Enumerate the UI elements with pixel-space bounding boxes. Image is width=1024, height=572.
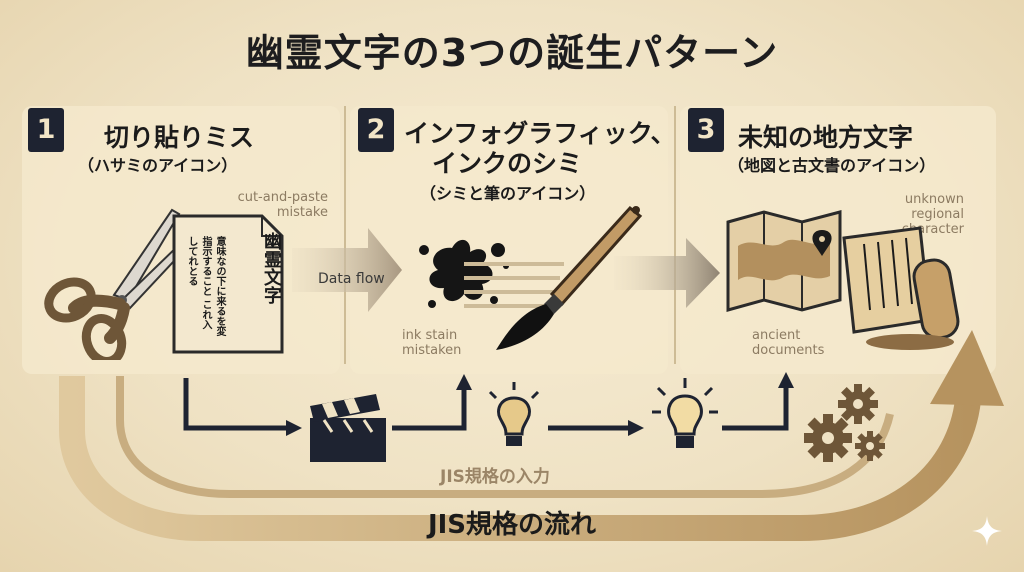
sparkle-icon (972, 516, 1002, 546)
panel-2-title-line2: インクのシミ (432, 149, 583, 178)
map-icon (726, 210, 842, 312)
scissors-icon (44, 208, 190, 360)
number-badge-2: 2 (358, 108, 394, 152)
paper-title: 幽霊文字 (261, 232, 282, 304)
scroll-icon (842, 226, 960, 350)
panel-3-subtitle: （地図と古文書のアイコン） (728, 156, 936, 175)
page-title: 幽霊文字の3つの誕生パターン (245, 31, 779, 75)
divider (674, 106, 676, 364)
paper-body: 意味なの下に来るを変指示すること これ入してれとる (186, 236, 225, 336)
ink-splat-icon (419, 239, 509, 308)
lightbulb-icon (652, 378, 718, 448)
panel-3-title: 未知の地方文字 (738, 123, 914, 152)
brush-icon (496, 205, 643, 350)
panel-1-title: 切り貼りミス (104, 123, 255, 152)
jis-input-label: JIS規格の入力 (440, 467, 550, 487)
lightbulb-icon (488, 382, 540, 446)
gears-icon (804, 384, 885, 462)
clapperboard-icon (310, 394, 386, 462)
jis-flow-label: JIS規格の流れ (427, 510, 597, 540)
panel-1-caption: cut-and-paste mistake (237, 190, 328, 220)
data-flow-label: Data flow (318, 271, 385, 287)
panel-2-caption: ink stain mistaken (402, 328, 462, 358)
panel-3-caption-bottom: ancient documents (752, 328, 825, 358)
panel-3-caption-top: unknown regional character (901, 192, 964, 237)
number-badge-1: 1 (28, 108, 64, 152)
paper-icon (172, 214, 284, 354)
panel-1-subtitle: （ハサミのアイコン） (78, 156, 238, 175)
panel-2-title-line1: インフォグラフィック、 (404, 119, 676, 148)
divider (344, 106, 346, 364)
text-lines (464, 262, 564, 308)
data-flow-arrow (292, 228, 402, 312)
number-badge-3: 3 (688, 108, 724, 152)
transition-arrow (614, 238, 720, 308)
panel-2-subtitle: （シミと筆のアイコン） (420, 184, 596, 203)
